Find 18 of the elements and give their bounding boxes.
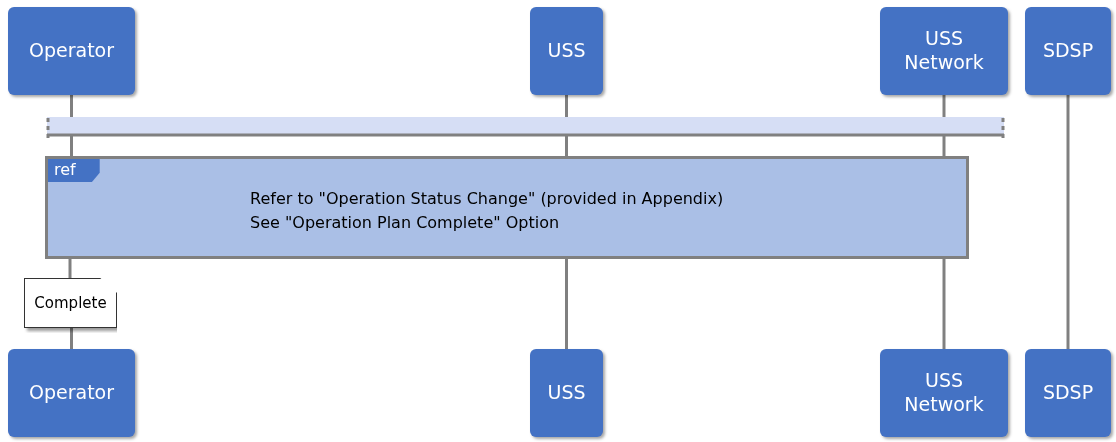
participant-box: SDSP [1025,7,1111,95]
reference-text: Refer to "Operation Status Change" (provided in Appendix) [250,189,724,208]
participant-box: USS Network [880,7,1008,95]
participant-box: Operator [8,7,135,95]
note: Complete [24,278,117,328]
ref-tag: ref [48,159,100,182]
participant-box: Operator [8,349,135,437]
participant-box: USS Network [880,349,1008,437]
participant-box: USS [530,7,603,95]
lifeline [1066,95,1070,349]
lifeline [70,328,73,349]
participant-box: SDSP [1025,349,1111,437]
reference-frame [45,156,969,259]
lifeline [942,259,946,349]
reference-text: See "Operation Plan Complete" Option [250,213,560,232]
lifeline [565,259,568,349]
participant-box: USS [530,349,603,437]
lifeline [68,259,72,278]
